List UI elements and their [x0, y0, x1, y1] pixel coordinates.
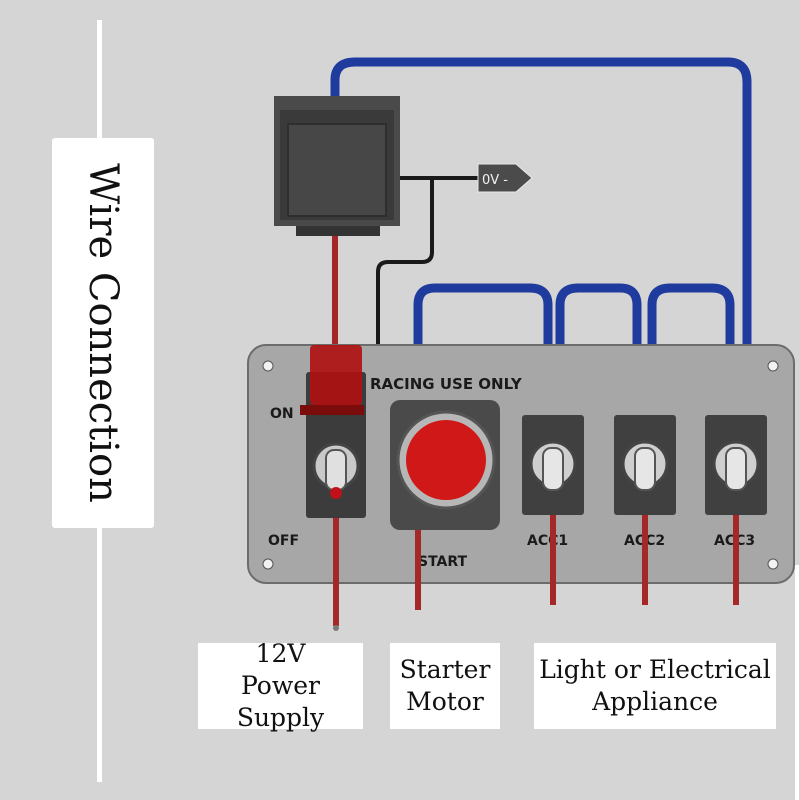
blue-wire-relay-to-acc3 [330, 57, 752, 420]
starter-motor-line-2: Motor [406, 687, 484, 716]
blue-jumper-acc1-acc2 [555, 283, 642, 415]
starter-motor-line-1: Starter [399, 655, 491, 684]
title-box: Wire Connection [52, 138, 154, 528]
appliance-line-2: Appliance [592, 687, 718, 716]
ground-tag: 0V - [477, 163, 533, 193]
power-supply-line-1: 12V [255, 639, 306, 668]
blue-jumper-acc2-acc3 [647, 283, 735, 415]
power-wire-tip [333, 625, 339, 631]
switch-panel [247, 344, 795, 584]
acc2-switch [614, 415, 676, 515]
on-label: ON [270, 406, 294, 422]
ground-tag-label: 0V - [482, 173, 508, 188]
relay-box [274, 96, 400, 236]
appliance-label: Light or Electrical Appliance [534, 643, 776, 729]
power-supply-label: 12V Power Supply [198, 639, 363, 732]
acc1-switch [522, 415, 584, 515]
power-supply-line-2: Power Supply [236, 671, 325, 732]
acc1-label: ACC1 [527, 533, 568, 549]
mounting-holes [262, 360, 779, 570]
start-button [390, 400, 500, 530]
power-switch [300, 345, 366, 518]
appliance-line-1: Light or Electrical [539, 655, 771, 684]
starter-motor-label: Starter Motor [390, 643, 500, 729]
acc3-switch [705, 415, 767, 515]
panel-header: RACING USE ONLY [370, 375, 523, 393]
right-guide-line [795, 565, 799, 800]
start-label: START [418, 554, 468, 570]
blue-jumper-start-acc1 [413, 283, 553, 415]
off-label: OFF [268, 533, 299, 549]
